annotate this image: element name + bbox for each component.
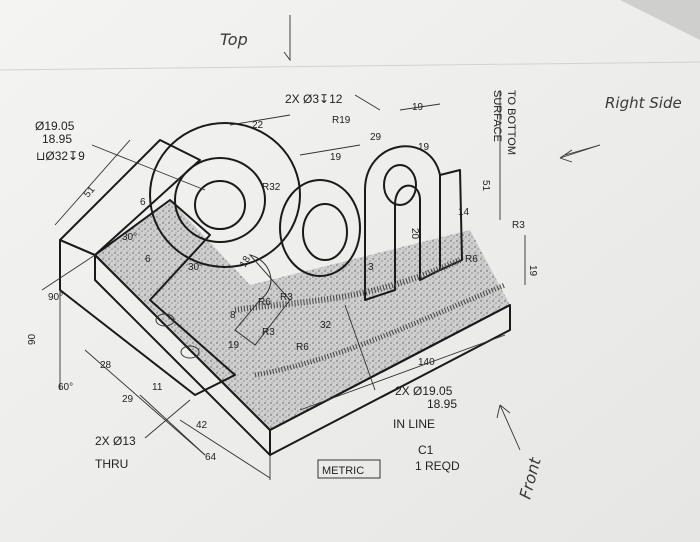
middle-boss-hole (302, 203, 348, 261)
top-arrow (283, 15, 291, 62)
metric-label: METRIC (322, 465, 364, 477)
dim-19c: 19 (330, 152, 342, 163)
dim-R19: R19 (332, 115, 351, 126)
metric-box (317, 459, 381, 479)
dim-28: 28 (100, 360, 112, 371)
bore-dia-lower: 18.95 (42, 132, 72, 146)
in-line-label: IN LINE (393, 417, 435, 431)
dim-3: 3 (368, 262, 374, 273)
bore-hole (194, 180, 246, 230)
inclined-block (59, 199, 236, 396)
clevis-side (439, 169, 463, 271)
c1-label: C1 (418, 443, 434, 457)
dim-90deg: 90° (48, 292, 63, 303)
handwritten-labels: Top Right Side Front (220, 30, 682, 501)
dim-60deg: 60° (58, 382, 73, 393)
dim-19d: 19 (418, 142, 430, 153)
middle-boss (279, 179, 361, 277)
fillet-shading-front (254, 282, 506, 378)
dim-R32: R32 (262, 182, 281, 193)
dim-R3c: R3 (512, 220, 525, 231)
dim-19e: 19 (527, 265, 538, 277)
large-boss-outer (149, 122, 301, 268)
to-bottom-line2: SURFACE (491, 90, 503, 142)
dim-30a: 30° (122, 232, 137, 243)
dim-29: 29 (122, 394, 134, 405)
dim-29: 29 (370, 132, 382, 143)
inline-holes-callout: 2X Ø19.05 (395, 384, 453, 398)
counterbore (174, 157, 266, 243)
dim-90: 90 (27, 333, 38, 345)
right-arrow (559, 144, 601, 163)
thru-holes-line1: 2X Ø13 (95, 434, 136, 448)
clevis-hole (383, 164, 417, 206)
dim-R6b: R6 (296, 342, 309, 353)
base-top-face (95, 200, 510, 430)
dim-64: 64 (205, 452, 217, 463)
dimension-lines (41, 15, 601, 480)
right-side-label: Right Side (605, 94, 682, 112)
dim-14: 14 (458, 207, 470, 218)
top-label: Top (220, 30, 248, 49)
top-holes-callout: 2X Ø3↧12 (285, 92, 343, 106)
dim-R3b: R3 (262, 327, 275, 338)
dim-6a: 6 (140, 197, 146, 208)
fillet-shading (234, 257, 462, 313)
dim-51b: 51 (480, 180, 491, 192)
thru-holes-line2: THRU (95, 457, 128, 471)
to-bottom-line1: TO BOTTOM (505, 90, 517, 155)
inclined-top-face (59, 139, 201, 256)
counterbore-callout: ⊔Ø32↧9 (36, 149, 85, 163)
dim-6b: 6 (145, 254, 151, 265)
dim-R6c: R6 (465, 254, 478, 265)
dim-140: 140 (418, 357, 435, 368)
dim-8: 8 (230, 310, 236, 321)
dim-42: 42 (196, 420, 208, 431)
reqd-label: 1 REQD (415, 459, 460, 473)
thru-hole-1 (155, 313, 175, 327)
dim-18: 18 (238, 254, 253, 270)
callouts: Ø19.05 18.95 ⊔Ø32↧9 2X Ø3↧12 TO BOTTOM S… (35, 90, 517, 479)
web-rib (234, 254, 291, 346)
dim-11: 11 (152, 382, 163, 393)
bore-dia-upper: Ø19.05 (35, 119, 75, 133)
dim-R6a: R6 (258, 297, 271, 308)
front-arrow (496, 404, 521, 451)
base-top-edge (94, 254, 511, 431)
dim-32: 32 (320, 320, 332, 331)
dim-30b: 30° (188, 262, 203, 273)
dim-20: 20 (409, 228, 420, 240)
thru-hole-2 (180, 345, 200, 359)
paper-fold (0, 61, 700, 71)
dim-19b: 19 (412, 102, 424, 113)
dim-R3a: R3 (280, 292, 293, 303)
dim-19a: 19 (228, 340, 240, 351)
page-corner-shadow (620, 0, 700, 40)
dim-22: 22 (252, 120, 264, 131)
inline-holes-lower: 18.95 (427, 397, 457, 411)
